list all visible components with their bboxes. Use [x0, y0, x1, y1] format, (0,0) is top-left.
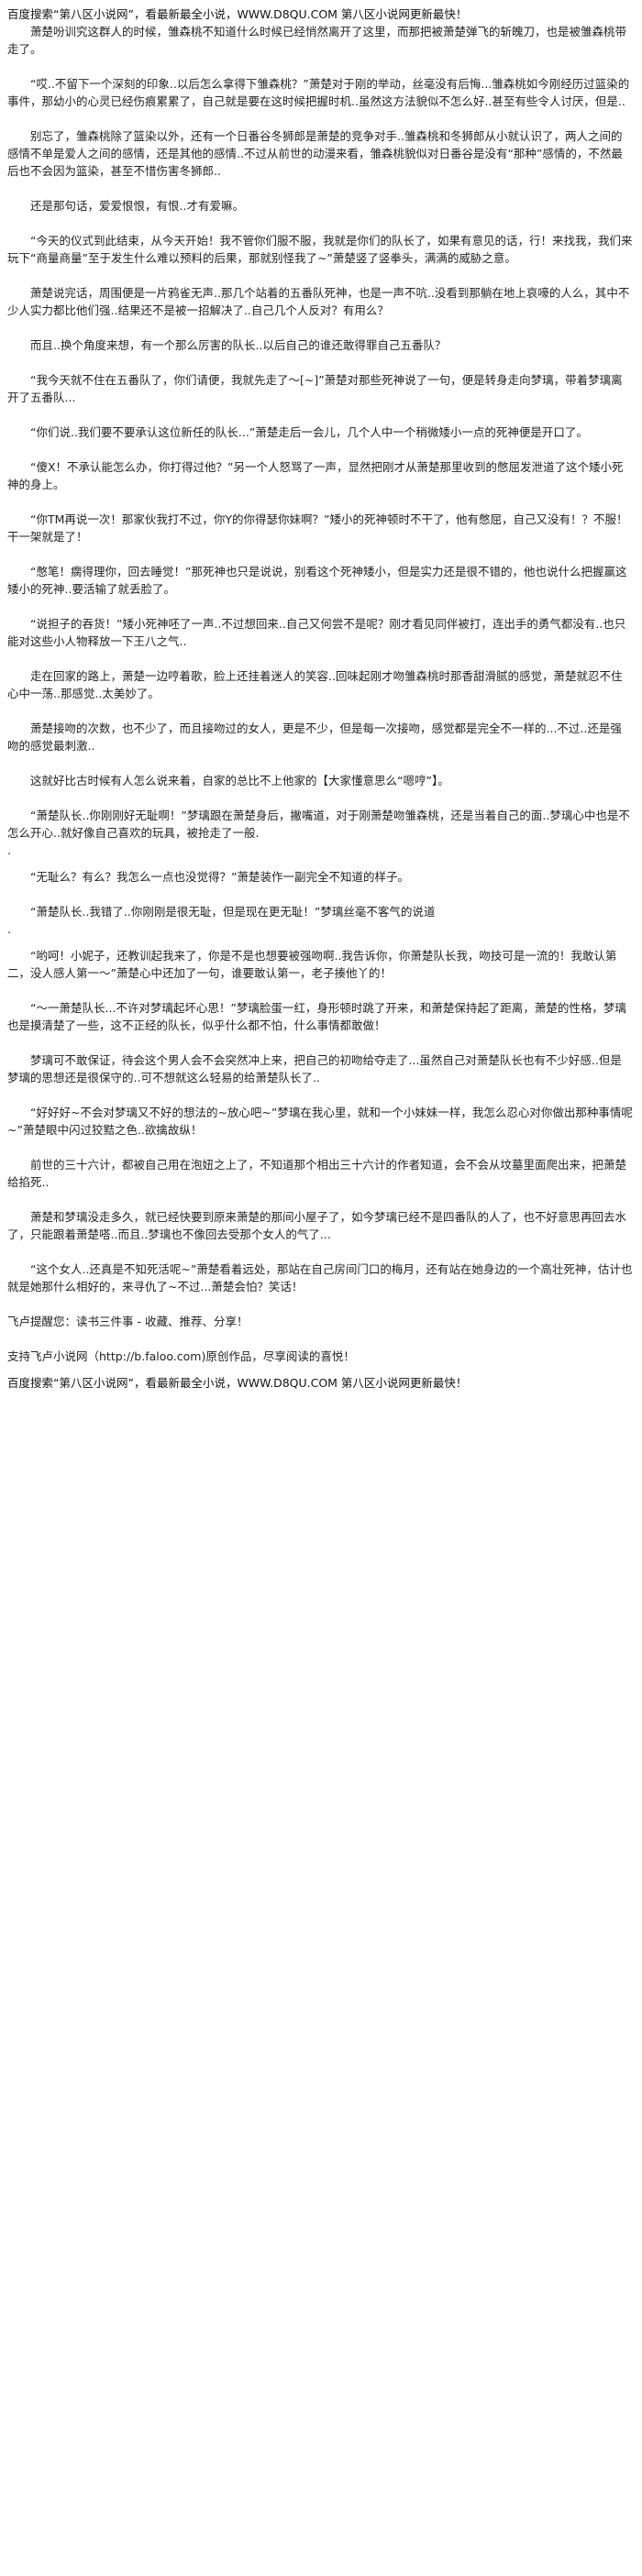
- site-footer-banner: 百度搜索“第八区小说网”，看最新最全小说，WWW.D8QU.COM 第八区小说网…: [7, 1376, 468, 1390]
- paragraph-12: “憋笔！瘸得理你，回去睡觉！”那死神也只是说说，别看这个死神矮小，但是实力还是很…: [7, 565, 627, 596]
- reading-reminder: 飞卢提醒您：读书三件事 - 收藏、推荐、分享！: [7, 1315, 249, 1328]
- paragraph-1: 萧楚吩训究这群人的时候，雏森桃不知道什么时候已经悄然离开了这里，而那把被萧楚弹飞…: [7, 25, 627, 56]
- paragraph-23: “好好好~不会对梦璃又不好的想法的~放心吧~”梦璃在我心里，就和一个小妹妹一样，…: [7, 1106, 633, 1137]
- paragraph-17: “萧楚队长..你刚刚好无耻啊！”梦璃跟在萧楚身后，撇嘴道，对于刚萧楚吻雏森桃，还…: [7, 809, 630, 840]
- paragraph-10: “傻X！不承认能怎么办，你打得过他？”另一个人怒骂了一声，显然把刚才从萧楚那里收…: [7, 460, 624, 491]
- paragraph-14: 走在回家的路上，萧楚一边哼着歌，脸上还挂着迷人的笑容..回味起刚才吻雏森桃时那香…: [7, 669, 623, 700]
- paragraph-7: 而且..换个角度来想，有一个那么厉害的队长..以后自己的谁还敢得罪自己五番队？: [30, 338, 447, 352]
- paragraph-8: “我今天就不住在五番队了，你们请便，我就先走了～[~]”萧楚对那些死神说了一句，…: [7, 373, 623, 404]
- paragraph-24: 前世的三十六计，都被自己用在泡妞之上了，不知道那个相出三十六计的作者知道，会不会…: [7, 1158, 627, 1189]
- paragraph-13: “说担子的吞货！”矮小死神呸了一声..不过想回来..自己又何尝不是呢？刚才看见同…: [7, 617, 626, 648]
- site-header-banner: 百度搜索“第八区小说网”，看最新最全小说，WWW.D8QU.COM 第八区小说网…: [7, 7, 468, 21]
- paragraph-16: 这就好比古时候有人怎么说来着，自家的总比不上他家的【大家懂意思么“嗯哼”】。: [30, 774, 449, 787]
- stray-dot-1: .: [7, 843, 11, 857]
- paragraph-9: “你们说..我们要不要承认这位新任的队长...”萧楚走后一会儿，几个人中一个稍微…: [30, 425, 588, 439]
- paragraph-26: “这个女人..还真是不知死活呢~”萧楚看着远处，那站在自己房间门口的梅月，还有站…: [7, 1262, 633, 1294]
- paragraph-18: “无耻么？有么？我怎么一点也没觉得？”萧楚装作一副完全不知道的样子。: [30, 870, 409, 884]
- paragraph-2: “哎..不留下一个深刻的印象..以后怎么拿得下雏森桃？”萧楚对于刚的举动，丝毫没…: [7, 77, 630, 108]
- paragraph-19: “萧楚队长..我错了..你刚刚是很无耻，但是现在更无耻！”梦璃丝毫不客气的说道: [30, 905, 436, 919]
- stray-dot-2: .: [7, 922, 11, 936]
- support-notice: 支持飞卢小说网（http://b.faloo.com)原创作品，尽享阅读的喜悦！: [7, 1349, 355, 1363]
- paragraph-11: “你TM再说一次！那家伙我打不过，你Y的你得瑟你妹啊？”矮小的死神顿时不干了，他…: [7, 512, 628, 544]
- paragraph-5: “今天的仪式到此结束，从今天开始！我不管你们服不服，我就是你们的队长了，如果有意…: [7, 234, 633, 265]
- paragraph-25: 萧楚和梦璃没走多久，就已经快要到原来萧楚的那间小屋子了，如今梦璃已经不是四番队的…: [7, 1210, 627, 1241]
- paragraph-20: “哟呵！小妮子，还教训起我来了，你是不是也想要被强吻啊..我告诉你，你萧楚队长我…: [7, 949, 617, 980]
- paragraph-4: 还是那句话，爱爱恨恨，有恨..才有爱嘛。: [30, 199, 244, 213]
- paragraph-15: 萧楚接吻的次数，也不少了，而且接吻过的女人，更是不少，但是每一次接吻，感觉都是完…: [7, 721, 622, 753]
- paragraph-3: 别忘了，雏森桃除了篮染以外，还有一个日番谷冬狮郎是萧楚的竞争对手..雏森桃和冬狮…: [7, 129, 623, 178]
- paragraph-22: 梦璃可不敢保证，待会这个男人会不会突然冲上来，把自己的初吻给夺走了...虽然自己…: [7, 1053, 622, 1084]
- paragraph-21: “～一萧楚队长...不许对梦璃起坏心思！”梦璃脸蛋一红，身形顿时跳了开来，和萧楚…: [7, 1001, 626, 1032]
- paragraph-6: 萧楚说完话，周围便是一片鸦雀无声..那几个站着的五番队死神，也是一声不吭..没看…: [7, 286, 630, 317]
